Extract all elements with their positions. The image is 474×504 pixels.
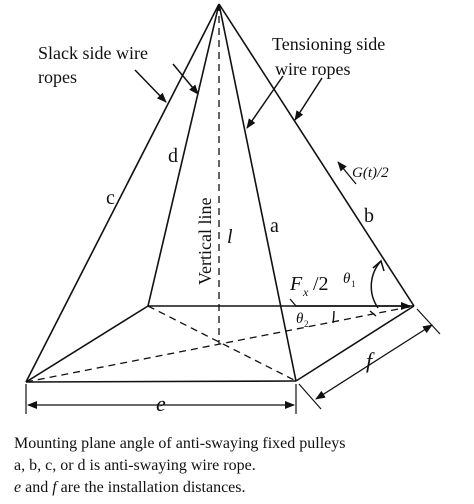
length-l-label: l <box>227 226 233 248</box>
caption-and: and <box>21 479 53 496</box>
tension-side-label-1: Tensioning side <box>272 34 385 54</box>
force-fx-label-f: F <box>289 273 303 295</box>
diagonal-dashed-1 <box>25 305 415 383</box>
force-fx-label-tail: /2 <box>313 273 329 295</box>
dim-e-label: e <box>156 391 166 416</box>
base-front-edge <box>25 380 297 383</box>
rope-c-line <box>25 3 220 383</box>
dim-f-ext-far <box>416 308 441 335</box>
force-g-arrow <box>337 161 357 185</box>
base-left-edge <box>25 305 149 383</box>
diagonal-dashed-2 <box>147 305 297 382</box>
theta2-arc <box>332 310 335 324</box>
tension-arrow-2 <box>294 77 323 121</box>
tension-arrow-1 <box>246 75 284 129</box>
base-right-edge <box>295 305 415 382</box>
vertical-line-label: Vertical line <box>195 198 215 285</box>
theta1-sub-label: 1 <box>351 279 356 289</box>
force-g-label: G(t)/2 <box>352 165 389 181</box>
slack-arrow-2 <box>172 63 199 95</box>
theta2-sub-label: 2 <box>304 319 309 329</box>
tension-side-label-2: wire ropes <box>275 59 350 79</box>
caption-e: e <box>14 479 22 496</box>
dim-f-line <box>315 324 433 400</box>
slack-arrow-1 <box>134 69 167 103</box>
theta1-label: θ <box>343 271 351 287</box>
caption-line-3: e and f are the installation distances. <box>14 477 474 499</box>
caption-line-1: Mounting plane angle of anti-swaying fix… <box>14 435 346 452</box>
caption-f: f <box>52 479 57 496</box>
theta1-arc-tip <box>372 259 385 272</box>
slack-side-label-2: ropes <box>38 67 77 87</box>
rope-c-label: c <box>106 187 115 209</box>
caption-line-2: a, b, c, or d is anti-swaying wire rope. <box>14 457 256 474</box>
rope-a-line <box>218 3 297 382</box>
rope-d-label: d <box>168 145 178 167</box>
dim-f-ext-near <box>298 383 322 410</box>
caption-rest: are the installation distances. <box>56 479 246 496</box>
caption: Mounting plane angle of anti-swaying fix… <box>14 433 474 499</box>
theta2-arc-2 <box>369 310 377 317</box>
rope-b-line <box>218 3 415 307</box>
slack-side-label-1: Slack side wire <box>38 43 148 63</box>
force-fx-tail <box>289 298 297 307</box>
theta2-label: θ <box>296 311 304 327</box>
rope-b-label: b <box>364 205 374 227</box>
rope-a-label: a <box>270 215 279 237</box>
theta1-arc <box>370 260 382 309</box>
dim-f-label: f <box>366 348 375 373</box>
rope-d-line <box>147 3 220 307</box>
force-fx-label-sub: x <box>302 285 309 299</box>
